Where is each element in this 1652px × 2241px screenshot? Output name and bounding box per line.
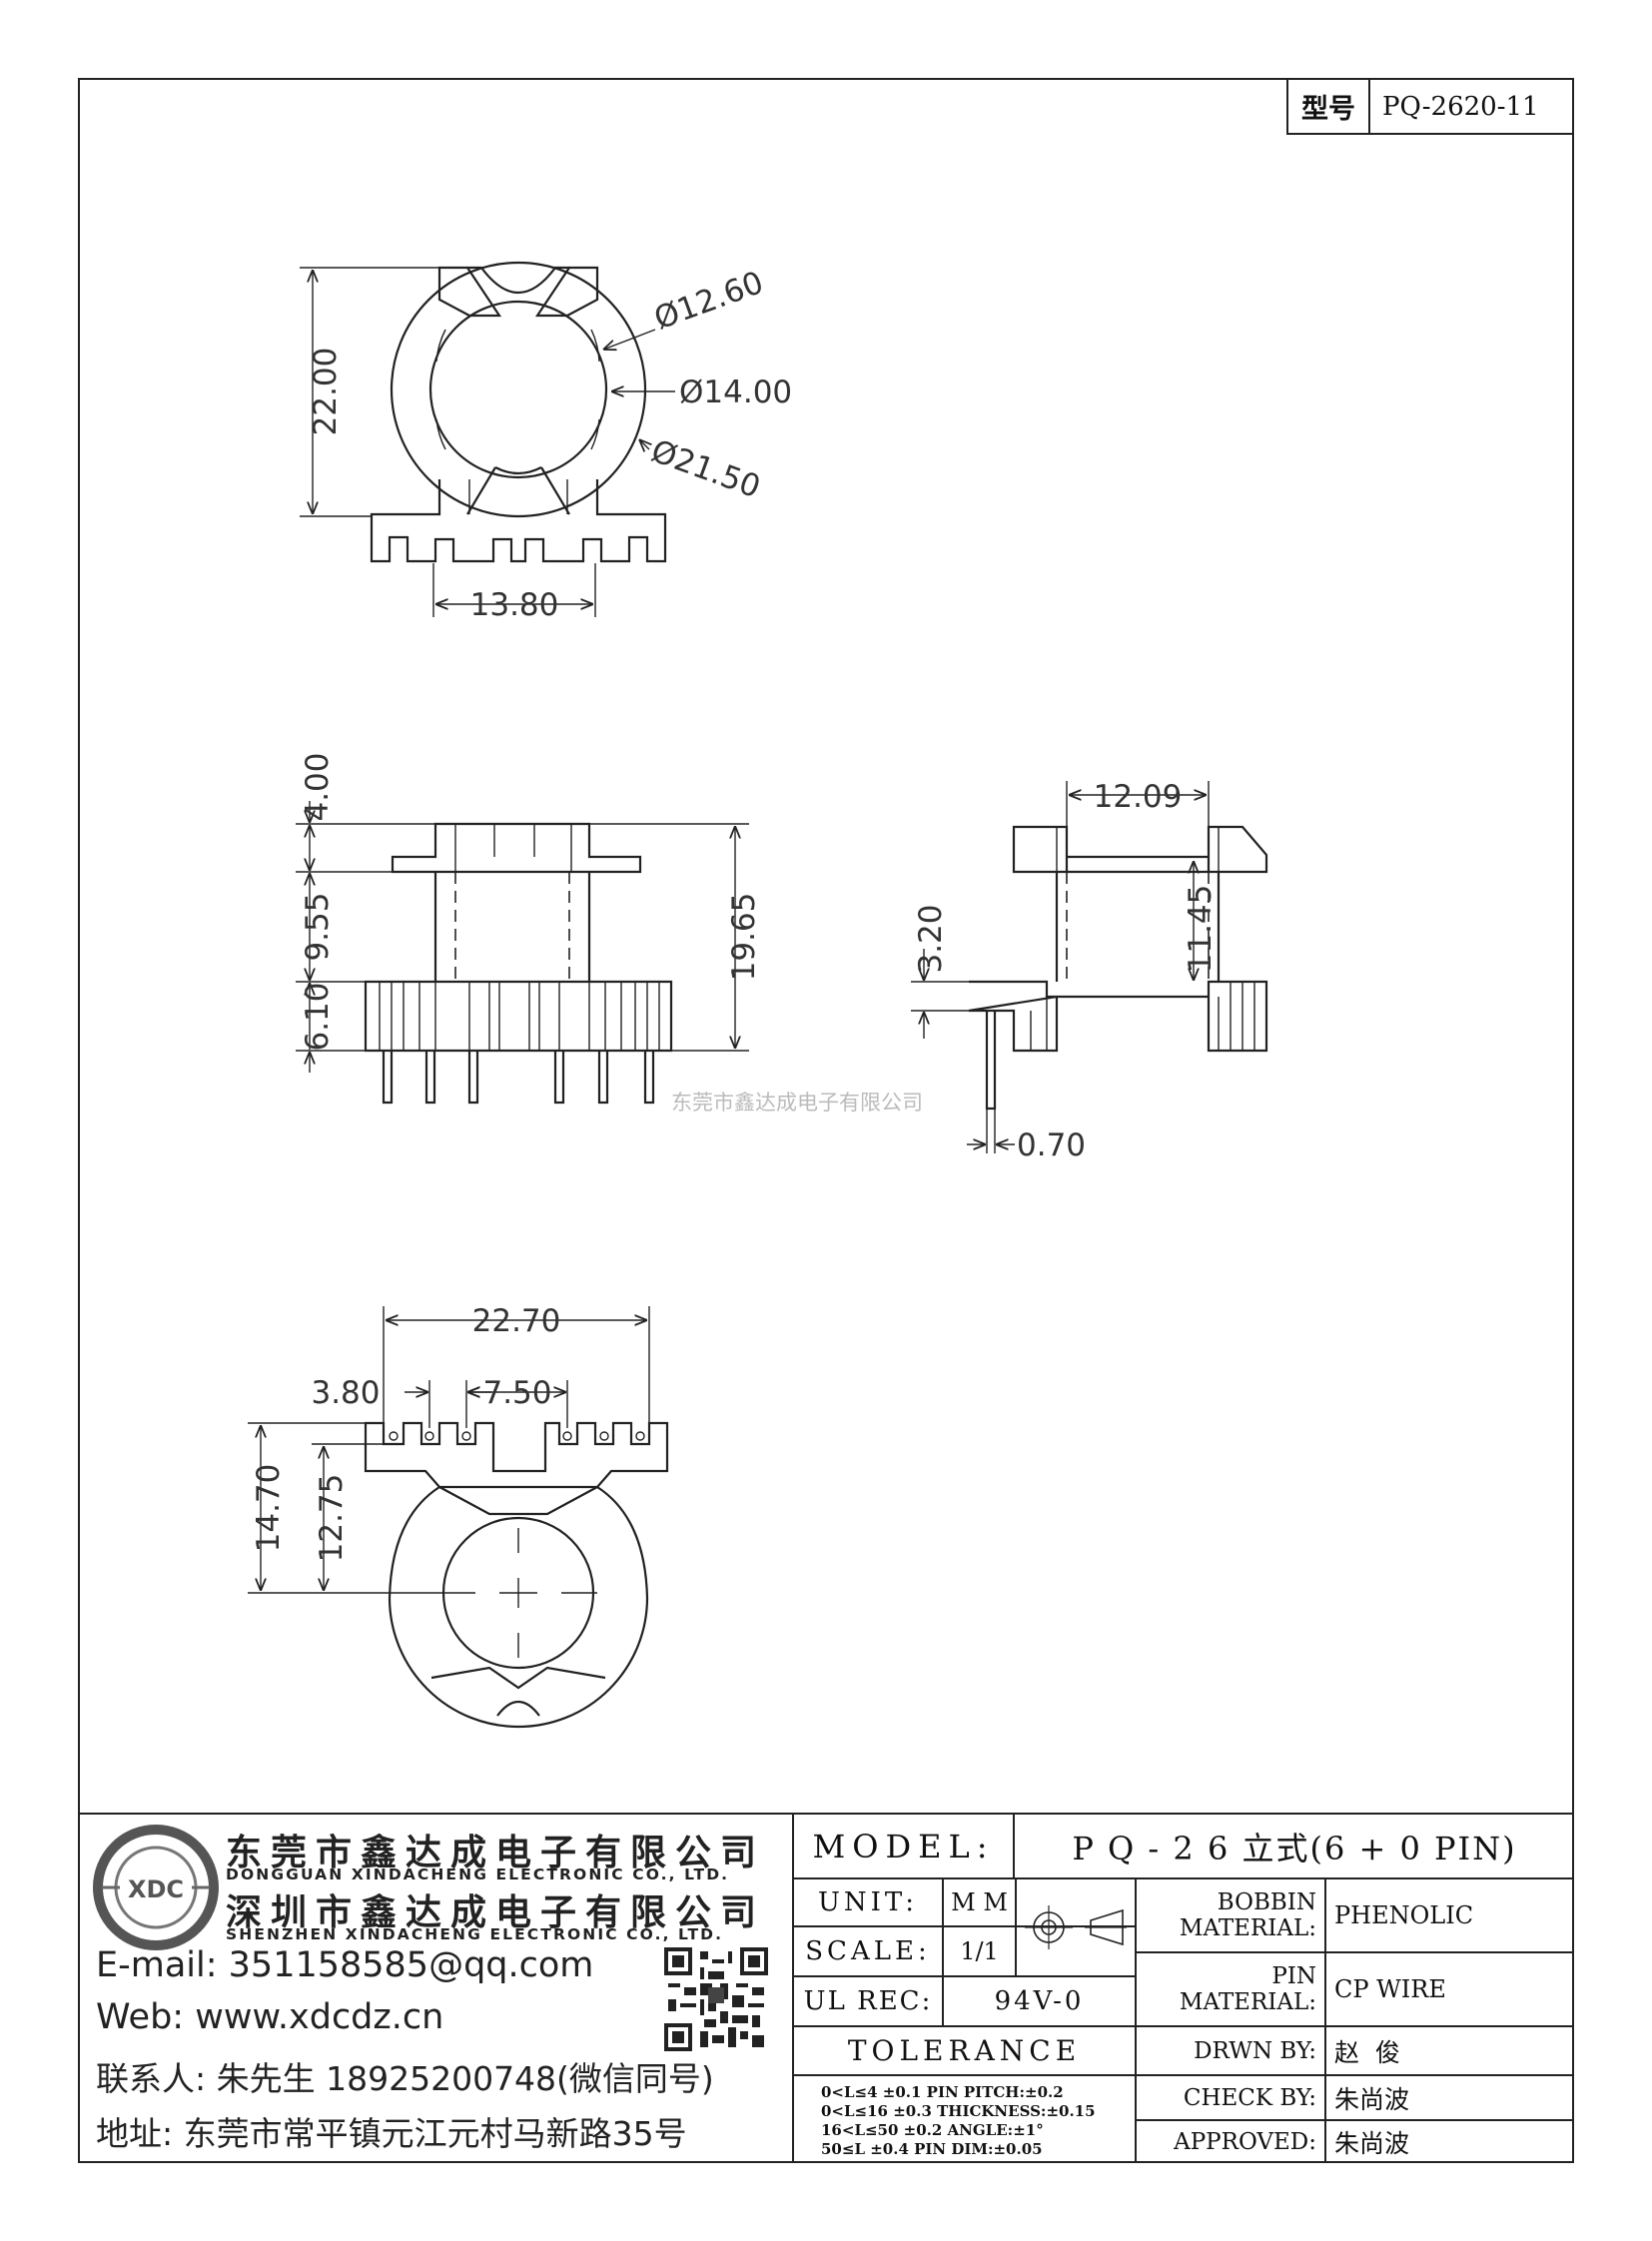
tb-hline-4 (792, 2074, 1135, 2076)
tb-hline-mat (1135, 1951, 1574, 1953)
check-by-value: 朱尚波 (1334, 2084, 1410, 2114)
dim-22-70: 22.70 (472, 1303, 561, 1339)
tb-vline-matval (1324, 1877, 1326, 2163)
tb-vline-company (792, 1813, 794, 2163)
tolerance-row-2: 0<L≤16 ±0.3 THICKNESS:±0.15 (821, 2102, 1096, 2120)
dim-4-00: 4.00 (300, 752, 336, 821)
unit-label: UNIT: (817, 1887, 919, 1917)
part-number-box (1286, 78, 1574, 135)
dim-7-50: 7.50 (482, 1375, 551, 1411)
unit-value: M M (951, 1888, 1008, 1916)
tb-vline-unit (942, 1877, 944, 2025)
model-value: P Q - 2 6 立式(6 + 0 PIN) (1072, 1829, 1517, 1868)
tb-vline-unit2 (1015, 1877, 1017, 1975)
dim-6-10: 6.10 (300, 982, 336, 1051)
tolerance-label: TOLERANCE (847, 2034, 1082, 2067)
email: E-mail: 351158585@qq.com (96, 1945, 594, 1985)
drawn-by-label: DRWN BY: (1194, 2037, 1316, 2064)
side-view: 12.09 3.20 11.45 0.70 (911, 779, 1268, 1163)
tb-vline-model (1013, 1813, 1015, 1877)
dim-9-55: 9.55 (300, 892, 336, 961)
dim-3-20: 3.20 (913, 904, 949, 973)
qr-code (664, 1947, 768, 2051)
model-label: MODEL: (812, 1827, 995, 1866)
check-by-label: CHECK BY: (1183, 2084, 1316, 2111)
tolerance-row-4: 50≤L ±0.4 PIN DIM:±0.05 (821, 2140, 1043, 2158)
dim-12-75: 12.75 (314, 1474, 350, 1563)
logo-text: XDC (128, 1875, 184, 1903)
pin-material-label: PIN MATERIAL: (1137, 1953, 1322, 2025)
ul-value: 94V-0 (994, 1986, 1085, 2016)
front-view: 4.00 9.55 6.10 19.65 (296, 752, 762, 1105)
company-name-shenzhen: 深圳市鑫达成电子有限公司 (226, 1892, 766, 1933)
dim-13-80: 13.80 (470, 587, 559, 623)
dim-d12-60: Ø12.60 (649, 265, 768, 338)
bobbin-material-label: BOBBIN MATERIAL: (1137, 1879, 1322, 1951)
dim-22-00: 22.00 (308, 348, 344, 436)
dim-11-45: 11.45 (1183, 885, 1219, 974)
pin-material-value: CP WIRE (1334, 1975, 1446, 2003)
top-view: 22.00 Ø12.60 Ø14.00 Ø21.50 13.80 (300, 261, 792, 623)
website: Web: www.xdcdz.cn (96, 1997, 444, 2037)
tb-hline-check (1135, 2119, 1574, 2121)
bobbin-label-1: BOBBIN (1217, 1889, 1316, 1915)
ul-label: UL REC: (803, 1986, 933, 2016)
type-label: 型号 (1301, 94, 1355, 125)
tb-hline-2 (792, 1975, 1135, 1977)
tb-vline-mat (1135, 1877, 1137, 2163)
dim-19-65: 19.65 (726, 893, 762, 982)
tb-hline-drwn (1135, 2074, 1574, 2076)
pin-label-1: PIN (1271, 1963, 1316, 1989)
dim-d14-00: Ø14.00 (679, 374, 792, 410)
tb-hline-model (792, 1877, 1574, 1879)
dim-12-09: 12.09 (1094, 779, 1183, 815)
company-name-dongguan: 东莞市鑫达成电子有限公司 (226, 1833, 766, 1873)
contact-person: 联系人: 朱先生 18925200748(微信同号) (96, 2059, 714, 2098)
dim-14-70: 14.70 (251, 1464, 287, 1553)
company-name-shenzhen-en: SHENZHEN XINDACHENG ELECTRONIC CO., LTD. (226, 1925, 724, 1943)
bottom-view: 22.70 3.80 7.50 14.70 12.75 (248, 1303, 669, 1729)
part-number: PQ-2620-11 (1382, 91, 1539, 122)
dim-d21-50: Ø21.50 (646, 433, 765, 506)
pin-label-2: MATERIAL: (1179, 1989, 1316, 2015)
company-name-dongguan-en: DONGGUAN XINDACHENG ELECTRONIC CO., LTD. (226, 1866, 730, 1883)
dim-0-70: 0.70 (1017, 1127, 1086, 1163)
tb-hline-3 (792, 2025, 1574, 2027)
bobbin-label-2: MATERIAL: (1179, 1915, 1316, 1941)
tolerance-row-1: 0<L≤4 ±0.1 PIN PITCH:±0.2 (821, 2083, 1064, 2101)
scale-value: 1/1 (960, 1937, 999, 1965)
approved-label: APPROVED: (1174, 2129, 1316, 2155)
drawn-by-value: 赵 俊 (1334, 2037, 1400, 2067)
part-number-divider (1368, 78, 1370, 135)
company-logo: XDC (93, 1825, 219, 1950)
title-block (78, 1813, 1574, 2163)
tb-hline-1 (792, 1925, 1135, 1927)
projection-symbol-icon (1025, 1905, 1127, 1949)
approved-value: 朱尚波 (1334, 2129, 1410, 2158)
tolerance-row-3: 16<L≤50 ±0.2 ANGLE:±1° (821, 2121, 1044, 2139)
drawing-frame (78, 78, 1574, 2163)
address: 地址: 东莞市常平镇元江元村马新路35号 (96, 2114, 687, 2153)
scale-label: SCALE: (805, 1936, 931, 1966)
watermark: 东莞市鑫达成电子有限公司 (671, 1091, 923, 1115)
dim-3-80: 3.80 (311, 1375, 380, 1411)
bobbin-material-value: PHENOLIC (1334, 1901, 1474, 1929)
